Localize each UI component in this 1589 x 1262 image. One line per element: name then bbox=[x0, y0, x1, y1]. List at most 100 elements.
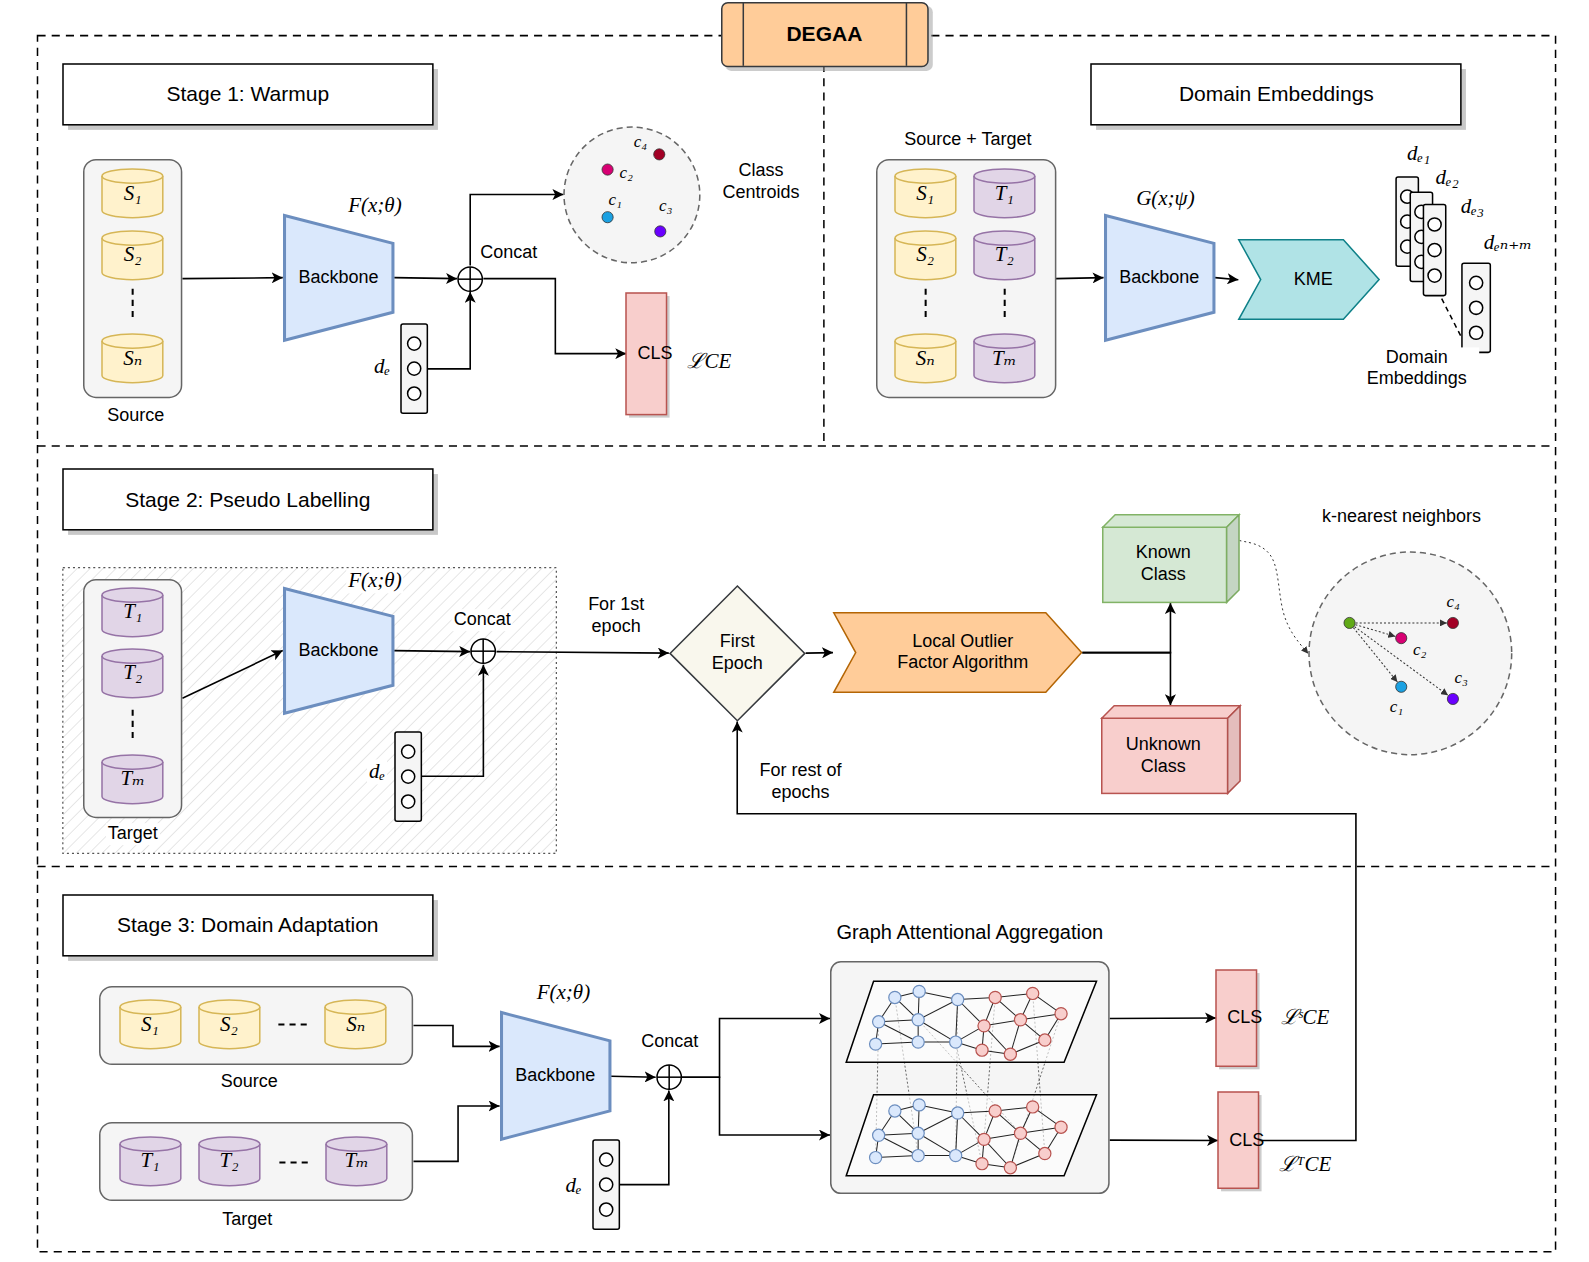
dataset-cylinder: T₂ bbox=[102, 649, 163, 698]
class-cube: Unknown Class bbox=[1101, 705, 1241, 794]
chevron bbox=[1239, 240, 1379, 320]
graph-node bbox=[950, 1036, 962, 1048]
edge-label: For 1st epoch bbox=[579, 595, 654, 638]
cluster-ring bbox=[564, 127, 700, 263]
dataset-group: TargetT₁T₂Tₘ bbox=[99, 1122, 413, 1201]
dataset-cylinder: Sₙ bbox=[325, 1000, 386, 1049]
graph-node bbox=[912, 1036, 924, 1048]
math-label: dₑₙ₊ₘ bbox=[1484, 231, 1532, 256]
node-text: Backbone bbox=[298, 267, 378, 289]
cylinder-body bbox=[199, 1137, 260, 1186]
concat-ring bbox=[458, 267, 482, 291]
concat-circle: Concat bbox=[457, 266, 483, 292]
node-text: Backbone bbox=[298, 640, 378, 662]
graph-node bbox=[873, 1015, 885, 1027]
edge-label: For rest of epochs bbox=[748, 761, 853, 804]
centroid-dot bbox=[654, 148, 665, 159]
math-label: ℒˢCE bbox=[1281, 1006, 1329, 1031]
node-text: S₂ bbox=[916, 243, 934, 268]
graph-node bbox=[889, 1105, 901, 1117]
graph-node bbox=[1014, 1013, 1026, 1025]
ellipsis-dash bbox=[924, 289, 926, 319]
cylinder-body bbox=[895, 334, 956, 383]
backbone-trapezoid: F(x;θ)Backbone bbox=[283, 587, 394, 715]
node-text: KME bbox=[1294, 269, 1333, 291]
graph-node bbox=[976, 1044, 988, 1056]
graph-node bbox=[1027, 987, 1039, 999]
dataset-cylinder: Sₙ bbox=[102, 334, 163, 383]
node-text: Backbone bbox=[1119, 267, 1199, 289]
dataset-cylinder: S₁ bbox=[895, 169, 956, 218]
class-cube: Known Class bbox=[1102, 514, 1240, 603]
vector-cell bbox=[408, 337, 421, 350]
vector-box bbox=[1424, 205, 1446, 296]
graph-node bbox=[978, 1133, 990, 1145]
connector bbox=[1215, 278, 1238, 280]
node-text: S₂ bbox=[124, 243, 142, 268]
vector-cell bbox=[402, 795, 415, 808]
graph-node bbox=[869, 1151, 881, 1163]
graph-node bbox=[1039, 1147, 1051, 1159]
title-box: DEGAA bbox=[721, 2, 929, 69]
concat-cross bbox=[668, 1065, 670, 1089]
node-text: Known Class bbox=[1118, 543, 1209, 586]
classifier-box: CLS bbox=[1218, 1092, 1259, 1188]
node-text: Sₙ bbox=[123, 346, 142, 371]
node-text: Target bbox=[106, 823, 160, 845]
centroid-dot bbox=[1448, 694, 1459, 705]
concat-ring bbox=[471, 639, 495, 663]
graph-node bbox=[952, 993, 964, 1005]
dataset-cylinder: Tₘ bbox=[102, 755, 163, 804]
vector-cell bbox=[408, 387, 421, 400]
dataset-cylinder: Sₙ bbox=[895, 334, 956, 383]
group-rect bbox=[876, 160, 1055, 398]
vector-cell bbox=[1470, 277, 1483, 290]
node-text: Graph Attentional Aggregation bbox=[834, 920, 1105, 944]
node-text: CLS bbox=[1227, 1006, 1245, 1029]
graph-node bbox=[976, 1157, 988, 1169]
connector bbox=[483, 279, 626, 354]
neighbor-link bbox=[1356, 623, 1447, 624]
heading-rect bbox=[1091, 64, 1461, 125]
node-text: T₁ bbox=[123, 599, 142, 624]
node-text: k-nearest neighbors bbox=[1320, 506, 1483, 528]
group-rect bbox=[84, 579, 182, 817]
dataset-group: SourceS₁S₂Sₙ bbox=[99, 986, 413, 1065]
trapezoid bbox=[501, 1013, 609, 1140]
node-text: Tₘ bbox=[120, 767, 145, 792]
group-rect bbox=[100, 987, 413, 1065]
graph-node bbox=[913, 1099, 925, 1111]
graph-node bbox=[989, 1105, 1001, 1117]
cylinder-body bbox=[895, 231, 956, 280]
connector bbox=[1082, 603, 1170, 653]
cylinder-body bbox=[120, 1137, 181, 1186]
node-text: F(x;θ) bbox=[346, 193, 403, 218]
node-text: Stage 3: Domain Adaptation bbox=[117, 913, 379, 938]
connector bbox=[1082, 653, 1170, 706]
connector bbox=[611, 1076, 656, 1077]
cube-shade bbox=[1226, 515, 1238, 603]
neighbor-link bbox=[1354, 628, 1398, 682]
graph-node bbox=[912, 1149, 924, 1161]
classifier-rect bbox=[1216, 970, 1257, 1066]
classifier-rect bbox=[1218, 1092, 1259, 1188]
node-text: First Epoch bbox=[702, 632, 773, 675]
process-chevron: KME bbox=[1238, 239, 1380, 320]
dataset-cylinder: T₂ bbox=[199, 1137, 260, 1186]
vector-cell bbox=[1428, 269, 1441, 282]
heading-rect bbox=[63, 64, 433, 125]
graph-node bbox=[1027, 1101, 1039, 1113]
node-text: S₁ bbox=[916, 181, 934, 206]
graph-node bbox=[1004, 1161, 1016, 1173]
graph-panel bbox=[831, 961, 1109, 1193]
vector-cell bbox=[1428, 218, 1441, 231]
cylinder-body bbox=[325, 1000, 386, 1049]
cylinder-body bbox=[102, 588, 163, 637]
embedding-vector-outline bbox=[401, 324, 427, 413]
connector bbox=[394, 278, 457, 279]
node-text: Domain Embeddings bbox=[1354, 347, 1480, 390]
node-text: Tₘ bbox=[344, 1149, 369, 1174]
graph-node bbox=[1039, 1034, 1051, 1046]
node-text: Local Outlier Factor Algorithm bbox=[887, 631, 1039, 674]
